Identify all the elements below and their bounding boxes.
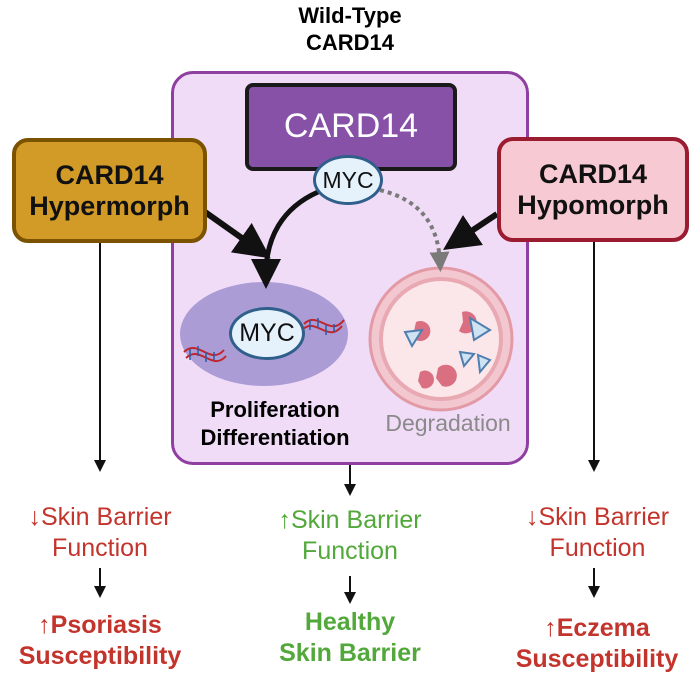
- hypermorph-box: CARD14 Hypermorph: [12, 138, 207, 243]
- myc-to-degradation-arrow: [379, 188, 450, 272]
- hypomorph-box: CARD14 Hypomorph: [497, 137, 689, 242]
- title-line-1: Wild-Type: [298, 3, 402, 28]
- myc-nuclear: MYC: [229, 307, 305, 360]
- hypomorph-arrow: [443, 211, 499, 250]
- differentiation-text: Differentiation: [200, 425, 350, 450]
- left-result-line-1: ↑Psoriasis: [38, 611, 162, 639]
- diagram-title: Wild-Type CARD14: [250, 2, 450, 56]
- left-barrier-line-2: Function: [52, 534, 148, 562]
- hypomorph-line-1: CARD14: [538, 158, 648, 189]
- center-barrier-line-1: ↑Skin Barrier: [278, 506, 422, 534]
- proliferation-text: Proliferation: [210, 397, 340, 422]
- degradation-label: Degradation: [385, 410, 511, 436]
- myc-to-nucleus-arrow: [251, 189, 320, 289]
- hypermorph-line-2: Hypermorph: [29, 190, 190, 221]
- right-result-line-2: Susceptibility: [515, 645, 679, 673]
- left-result-line-2: Susceptibility: [18, 642, 182, 670]
- center-result-line-2: Skin Barrier: [279, 639, 421, 667]
- myc-protein: MYC: [313, 155, 383, 205]
- right-result-line-1: ↑Eczema: [544, 614, 650, 642]
- right-barrier-line-2: Function: [549, 534, 646, 562]
- hypomorph-line-2: Hypomorph: [517, 189, 669, 220]
- proliferation-label: Proliferation Differentiation: [175, 396, 375, 452]
- center-barrier-line-2: Function: [302, 537, 398, 565]
- center-result: Healthy Skin Barrier: [250, 607, 450, 669]
- center-barrier-outcome: ↑Skin Barrier Function: [250, 505, 450, 567]
- left-barrier-line-1: ↓Skin Barrier: [28, 503, 172, 531]
- right-barrier-line-1: ↓Skin Barrier: [525, 503, 670, 531]
- hypermorph-arrow: [203, 209, 271, 259]
- center-result-line-1: Healthy: [304, 608, 396, 636]
- proteasome-icon: [368, 266, 514, 412]
- title-line-2: CARD14: [305, 30, 395, 55]
- left-result: ↑Psoriasis Susceptibility: [0, 610, 200, 672]
- left-barrier-outcome: ↓Skin Barrier Function: [5, 502, 195, 564]
- right-barrier-outcome: ↓Skin Barrier Function: [500, 502, 695, 564]
- hypermorph-line-1: CARD14: [55, 159, 164, 190]
- right-result: ↑Eczema Susceptibility: [497, 613, 697, 675]
